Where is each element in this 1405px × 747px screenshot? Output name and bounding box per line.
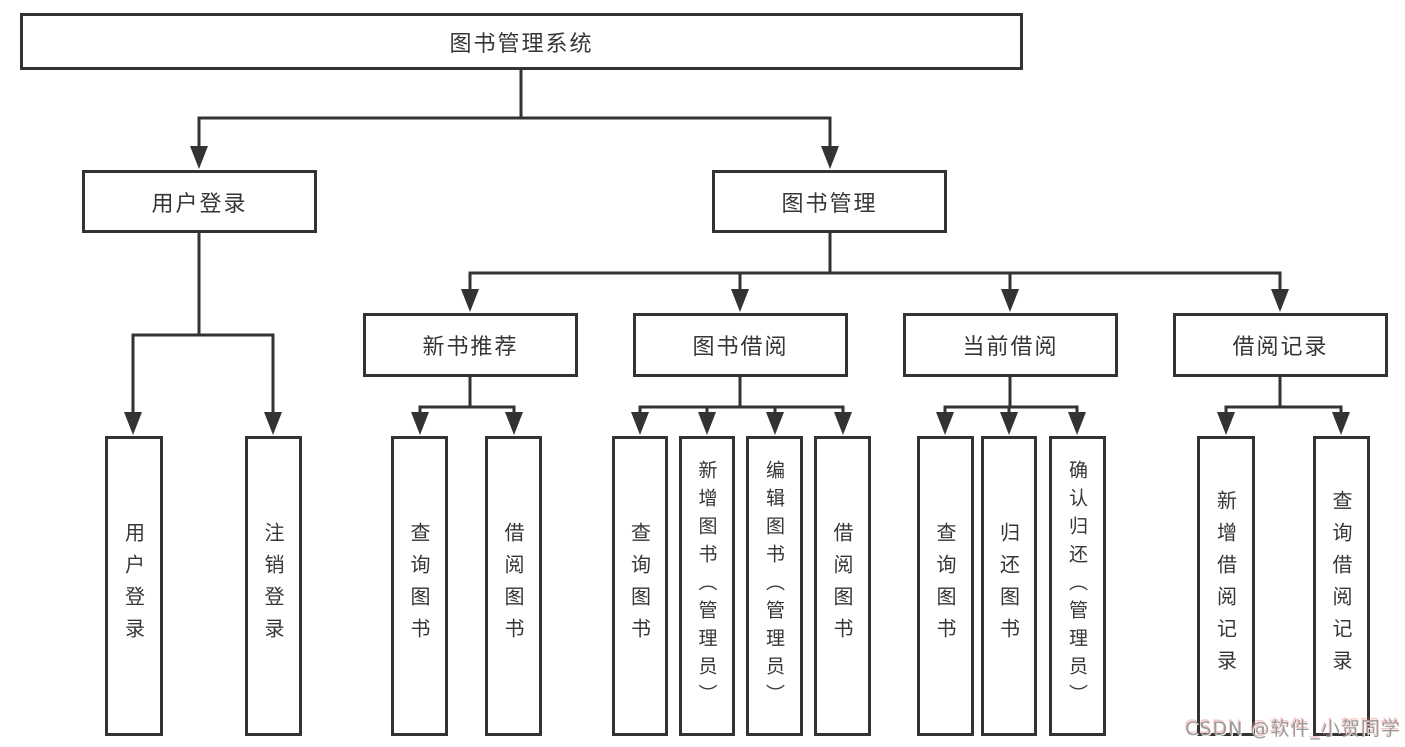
arrowhead — [1001, 289, 1019, 312]
arrowhead — [411, 412, 429, 435]
leaf-user-login-label: 用户登录 — [121, 522, 146, 650]
leaf-borrow-query-books: 查询图书 — [612, 436, 668, 736]
leaf-newbook-borrow-books: 借阅图书 — [485, 436, 542, 736]
leaf-user-login: 用户登录 — [105, 436, 163, 736]
arrowhead — [190, 146, 208, 169]
leaf-newbook-query-books: 查询图书 — [391, 436, 448, 736]
leaf-borrow-query-books-label: 查询图书 — [627, 522, 652, 650]
leaf-logout-label: 注销登录 — [261, 522, 285, 650]
leaf-return-books: 归还图书 — [981, 436, 1037, 736]
arrowhead — [1068, 412, 1086, 435]
arrowhead — [731, 289, 749, 312]
arrowhead — [821, 146, 839, 169]
leaf-query-borrow-record: 查询借阅记录 — [1313, 436, 1370, 736]
leaf-add-books-admin-label: 新增图书（管理员） — [695, 460, 718, 712]
leaf-add-borrow-record-label: 新增借阅记录 — [1213, 490, 1238, 682]
leaf-confirm-return-admin: 确认归还（管理员） — [1049, 436, 1106, 736]
leaf-newbook-borrow-books-label: 借阅图书 — [501, 522, 525, 650]
leaf-return-books-label: 归还图书 — [996, 522, 1021, 650]
node-user-login: 用户登录 — [82, 170, 317, 233]
node-root-label: 图书管理系统 — [449, 31, 594, 57]
node-root: 图书管理系统 — [20, 13, 1023, 70]
node-new-book-rec-label: 新书推荐 — [422, 335, 519, 360]
arrowhead — [834, 412, 852, 435]
arrowhead — [698, 412, 716, 435]
node-book-borrow-label: 图书借阅 — [692, 335, 789, 360]
leaf-borrow-books-label: 借阅图书 — [830, 522, 854, 650]
arrowhead — [461, 289, 479, 312]
arrowhead — [1000, 412, 1018, 435]
leaf-edit-books-admin-label: 编辑图书（管理员） — [763, 460, 785, 712]
arrowhead — [1217, 412, 1235, 435]
arrowhead — [766, 412, 784, 435]
leaf-newbook-query-books-label: 查询图书 — [407, 522, 431, 650]
leaf-add-books-admin: 新增图书（管理员） — [679, 436, 735, 736]
leaf-current-query-books: 查询图书 — [917, 436, 974, 736]
node-user-login-label: 用户登录 — [151, 191, 248, 217]
arrowhead — [631, 412, 649, 435]
leaf-confirm-return-admin-label: 确认归还（管理员） — [1066, 460, 1088, 712]
node-current-borrow-label: 当前借阅 — [962, 335, 1059, 360]
csdn-watermark: CSDN @软件_小贺同学 — [1185, 718, 1401, 740]
leaf-current-query-books-label: 查询图书 — [933, 522, 957, 650]
arrowhead — [124, 412, 142, 435]
node-current-borrow: 当前借阅 — [903, 313, 1118, 377]
node-new-book-rec: 新书推荐 — [363, 313, 578, 377]
node-borrow-record: 借阅记录 — [1173, 313, 1388, 377]
leaf-add-borrow-record: 新增借阅记录 — [1197, 436, 1255, 736]
leaf-edit-books-admin: 编辑图书（管理员） — [746, 436, 803, 736]
arrowhead — [1332, 412, 1350, 435]
leaf-borrow-books: 借阅图书 — [814, 436, 871, 736]
arrowhead — [936, 412, 954, 435]
node-borrow-record-label: 借阅记录 — [1232, 335, 1329, 360]
leaf-logout: 注销登录 — [245, 436, 302, 736]
node-book-mgmt: 图书管理 — [712, 170, 947, 233]
node-book-borrow: 图书借阅 — [633, 313, 848, 377]
node-book-mgmt-label: 图书管理 — [781, 191, 878, 217]
arrowhead — [264, 412, 282, 435]
leaf-query-borrow-record-label: 查询借阅记录 — [1329, 490, 1353, 682]
arrowhead — [1271, 289, 1289, 312]
arrowhead — [505, 412, 523, 435]
